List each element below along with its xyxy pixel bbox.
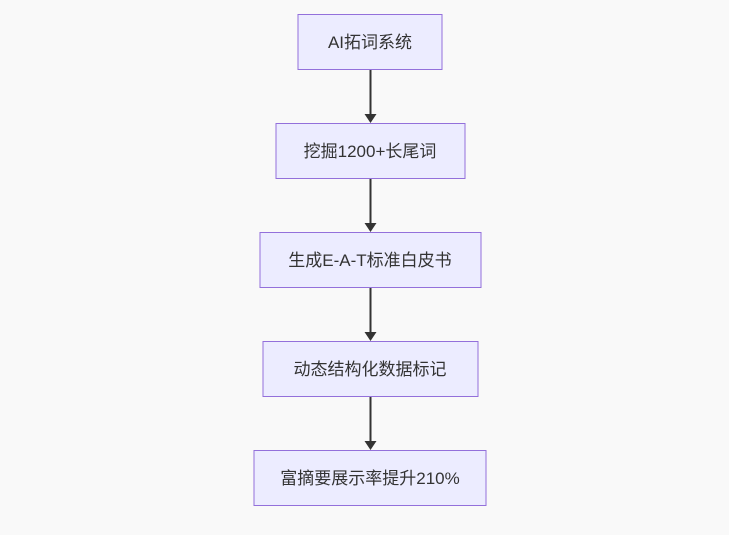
flow-node-label: 生成E-A-T标准白皮书 bbox=[288, 250, 452, 270]
flow-node-rich-snippet-result: 富摘要展示率提升210% bbox=[253, 450, 487, 506]
arrow-down bbox=[363, 288, 377, 341]
arrowhead-icon bbox=[364, 332, 376, 341]
arrow-line bbox=[369, 179, 371, 223]
arrow-line bbox=[369, 397, 371, 441]
flow-node-longtail-mining: 挖掘1200+长尾词 bbox=[275, 123, 465, 179]
arrow-down bbox=[363, 70, 377, 123]
arrow-down bbox=[363, 179, 377, 232]
flow-node-label: AI拓词系统 bbox=[327, 32, 413, 52]
arrowhead-icon bbox=[364, 114, 376, 123]
flow-node-label: 挖掘1200+长尾词 bbox=[303, 141, 437, 161]
arrow-line bbox=[369, 288, 371, 332]
flowchart: AI拓词系统 挖掘1200+长尾词 生成E-A-T标准白皮书 动态结构化数据标记… bbox=[253, 14, 487, 506]
flow-node-eat-whitepaper: 生成E-A-T标准白皮书 bbox=[259, 232, 481, 288]
flow-node-ai-keyword-system: AI拓词系统 bbox=[297, 14, 443, 70]
arrow-down bbox=[363, 397, 377, 450]
arrow-line bbox=[369, 70, 371, 114]
arrowhead-icon bbox=[364, 223, 376, 232]
flow-node-structured-data-markup: 动态结构化数据标记 bbox=[262, 341, 478, 397]
arrowhead-icon bbox=[364, 441, 376, 450]
flow-node-label: 富摘要展示率提升210% bbox=[280, 468, 460, 488]
flow-node-label: 动态结构化数据标记 bbox=[293, 359, 447, 379]
